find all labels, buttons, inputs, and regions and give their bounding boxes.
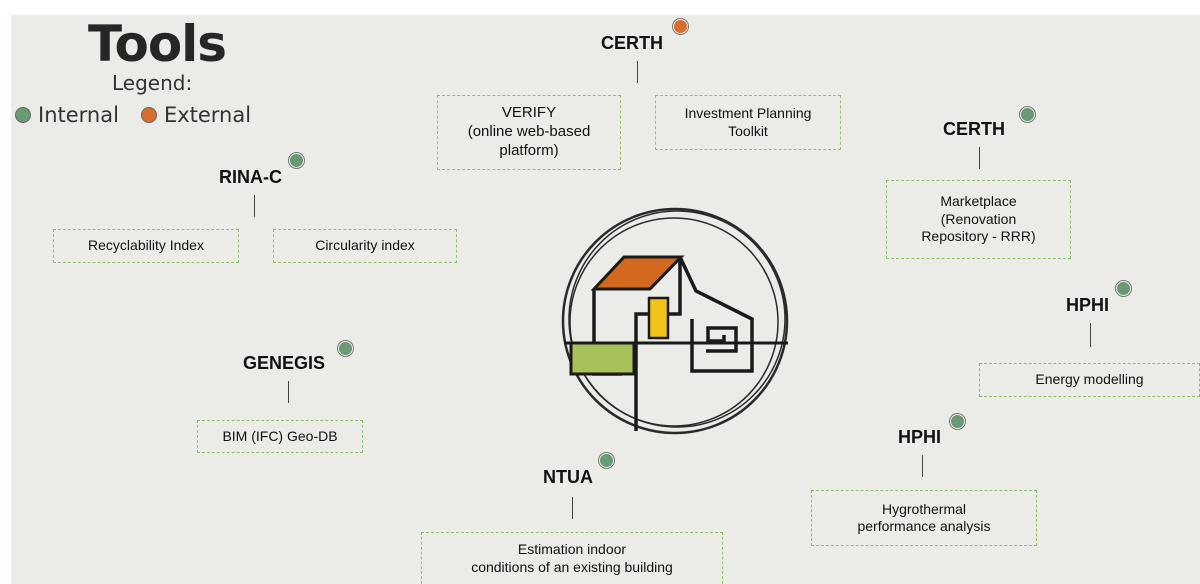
slide: Tools Legend: Internal External CERTH VE… <box>11 15 1200 584</box>
tool-box-estimation-indoor: Estimation indoor conditions of an exist… <box>421 532 723 584</box>
page-title: Tools <box>88 15 227 73</box>
org-label-rina: RINA-C <box>219 167 282 187</box>
tool-label: Estimation indoor conditions of an exist… <box>471 541 673 575</box>
internal-dot-icon <box>1116 281 1131 296</box>
internal-dot-icon <box>338 341 353 356</box>
org-label-hphi-bottom: HPHI <box>898 427 942 447</box>
connector-line <box>288 381 289 403</box>
tool-box-circularity-index: Circularity index <box>273 229 457 263</box>
tool-box-bim-geodb: BIM (IFC) Geo-DB <box>197 420 363 453</box>
internal-dot-icon <box>599 453 614 468</box>
internal-dot-icon <box>15 107 31 123</box>
connector-line <box>1090 323 1091 347</box>
tool-label: BIM (IFC) Geo-DB <box>222 427 338 444</box>
tool-box-hygrothermal: Hygrothermal performance analysis <box>811 490 1037 546</box>
org-label-genegis: GENEGIS <box>243 353 326 373</box>
tool-label: Energy modelling <box>1035 371 1144 388</box>
connector-line <box>637 61 638 83</box>
connector-line <box>922 455 923 477</box>
tool-label: VERIFY (online web-based platform) <box>467 104 591 159</box>
tool-box-marketplace: Marketplace (Renovation Repository - RRR… <box>886 180 1071 259</box>
org-label-certh-top: CERTH <box>601 33 663 53</box>
tool-label: Investment Planning Toolkit <box>684 105 812 139</box>
legend: Internal External <box>15 103 251 127</box>
connector-line <box>979 147 980 169</box>
tool-box-recyclability-index: Recyclability Index <box>53 229 239 263</box>
internal-dot-icon <box>1020 107 1035 122</box>
external-dot-icon <box>673 19 688 34</box>
tool-box-energy-modelling: Energy modelling <box>979 363 1200 397</box>
legend-label: Legend: <box>112 71 193 95</box>
tool-label: Marketplace (Renovation Repository - RRR… <box>921 193 1036 245</box>
legend-external-label: External <box>163 103 252 127</box>
external-dot-icon <box>140 107 157 123</box>
org-label-certh-right: CERTH <box>943 119 1005 139</box>
org-label-hphi-top: HPHI <box>1066 295 1110 315</box>
internal-dot-icon <box>950 414 965 429</box>
org-label-ntua: NTUA <box>543 467 593 487</box>
tool-box-investment-planning: Investment Planning Toolkit <box>655 95 841 150</box>
house-logo-icon <box>561 207 789 435</box>
tool-label: Recyclability Index <box>88 237 204 254</box>
tool-label: Circularity index <box>315 237 415 254</box>
connector-line <box>254 195 255 217</box>
tool-label: Hygrothermal performance analysis <box>857 500 991 535</box>
internal-dot-icon <box>289 153 304 168</box>
tool-box-verify: VERIFY (online web-based platform) <box>437 95 621 170</box>
legend-internal-label: Internal <box>38 103 119 127</box>
connector-line <box>572 497 573 519</box>
